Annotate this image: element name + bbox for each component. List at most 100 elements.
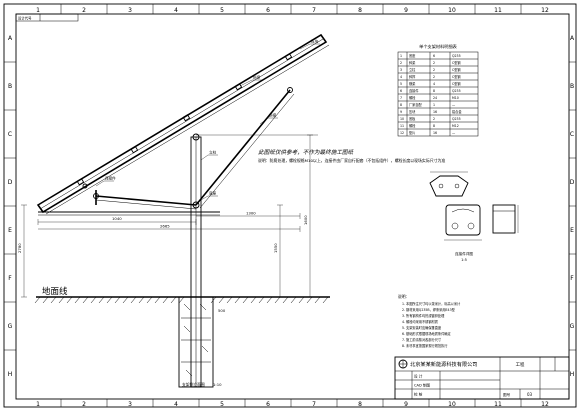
col-label: 10 — [448, 401, 456, 408]
col-label: 11 — [494, 401, 502, 408]
svg-text:16: 16 — [433, 110, 437, 114]
dim-label-2665: 2665 — [160, 224, 170, 229]
svg-text:8: 8 — [400, 103, 402, 107]
svg-text:—: — — [452, 131, 456, 135]
col-label: 8 — [358, 401, 362, 408]
svg-text:C型钢: C型钢 — [452, 81, 461, 86]
column-labels-bottom: 1 2 3 4 5 6 7 8 9 10 11 12 — [36, 401, 549, 408]
svg-text:5: 5 — [400, 82, 402, 86]
title-block: 北京某某新能源科技有限公司 工程 设 计 CAD 制图 校 核 图号 03 — [394, 356, 570, 400]
inner-border — [15, 13, 570, 400]
col-label: 7 — [312, 401, 316, 408]
col-label: 9 — [404, 401, 408, 408]
side-elevation: 地面线 1040 2665 13 — [17, 33, 330, 388]
company-name: 北京某某新能源科技有限公司 — [410, 360, 477, 368]
note-line: 4. 螺栓均采用不锈钢材质 — [402, 319, 439, 324]
svg-text:M12: M12 — [452, 124, 459, 128]
svg-text:Q235: Q235 — [452, 89, 461, 93]
svg-text:2: 2 — [433, 61, 435, 65]
outer-border — [3, 3, 577, 408]
col-label: 1 — [36, 7, 40, 14]
note-line: 8. 未尽事宜按国家现行规范执行 — [402, 343, 448, 348]
svg-text:7: 7 — [400, 96, 402, 100]
svg-text:8: 8 — [433, 124, 435, 128]
horizontal-beam — [38, 211, 220, 216]
callout-label: 斜梁 — [253, 75, 261, 80]
title-row-2: CAD 制图 — [414, 383, 430, 388]
svg-text:压块: 压块 — [409, 109, 416, 114]
col-label: 11 — [494, 7, 502, 14]
row-label: G — [8, 323, 13, 330]
svg-text:M10: M10 — [452, 96, 459, 100]
note-line: 7. 施工前请核对各部分尺寸 — [402, 337, 442, 342]
title-row-1: 设 计 — [414, 374, 423, 379]
row-label: C — [8, 131, 12, 138]
note-line: 2. 钢材采用Q235B，焊条采用E43型 — [402, 307, 456, 312]
rear-brace — [195, 89, 295, 209]
drawing-code-label: 设计代号 — [18, 16, 32, 21]
row-label: D — [570, 179, 575, 186]
row-label: F — [8, 275, 12, 282]
general-notes: 说明： 1. 本图所注尺寸均以毫米计，标高以米计 2. 钢材采用Q235B，焊条… — [398, 294, 461, 348]
svg-text:10: 10 — [400, 117, 404, 121]
row-ticks — [4, 61, 576, 351]
svg-text:立柱: 立柱 — [409, 67, 416, 72]
dimension-lines — [21, 134, 318, 298]
bom-title: 单个支架材料明细表 — [419, 43, 458, 50]
notes-title: 说明： — [398, 294, 409, 299]
note-line: 6. 基础形式根据现场地质条件确定 — [402, 331, 451, 336]
svg-text:横梁: 横梁 — [409, 81, 416, 86]
column-labels-top: 1 2 3 4 5 6 7 8 9 10 11 12 — [36, 7, 549, 14]
row-label: D — [8, 179, 13, 186]
row-label: A — [570, 35, 575, 42]
main-post — [190, 136, 202, 388]
dim-label-1600: 1600 — [303, 215, 308, 225]
row-label: H — [570, 371, 575, 378]
row-label: C — [570, 131, 574, 138]
svg-text:11: 11 — [400, 124, 404, 128]
svg-text:16: 16 — [433, 131, 437, 135]
svg-text:C型钢: C型钢 — [452, 74, 461, 79]
dim-label-1300: 1300 — [246, 211, 256, 216]
svg-text:9: 9 — [400, 110, 402, 114]
dim-label-1040: 1040 — [112, 216, 122, 221]
svg-text:斜梁: 斜梁 — [409, 60, 416, 65]
col-label: 9 — [404, 7, 408, 14]
col-label: 8 — [358, 7, 362, 14]
foundation-pier — [178, 296, 214, 388]
dim-label-1550: 1550 — [273, 243, 278, 253]
connector-detail: 连接件详图 1:5 — [429, 171, 519, 262]
detail-scale: 1:5 — [461, 258, 467, 262]
detail-plate-small — [429, 171, 469, 197]
svg-text:4: 4 — [400, 75, 402, 79]
svg-text:Q235: Q235 — [452, 117, 461, 121]
dim-label-500: 500 — [218, 308, 226, 313]
svg-text:2: 2 — [400, 61, 402, 65]
col-label: 2 — [82, 7, 86, 14]
sheet-no-label: 图号 — [503, 392, 511, 397]
col-label: 7 — [312, 7, 316, 14]
svg-text:12: 12 — [400, 131, 404, 135]
svg-text:厂家自配: 厂家自配 — [409, 102, 423, 107]
detail-plate-main — [444, 204, 482, 241]
note-line: 1. 本图所注尺寸均以毫米计，标高以米计 — [402, 301, 461, 306]
svg-text:3: 3 — [400, 68, 402, 72]
dim-label-2780: 2780 — [17, 243, 22, 253]
col-label: 6 — [266, 401, 270, 408]
svg-text:1: 1 — [400, 54, 402, 58]
col-label: 12 — [541, 401, 549, 408]
callout-label: 底座 — [209, 191, 217, 196]
svg-text:斜撑: 斜撑 — [409, 74, 416, 79]
row-label: B — [570, 83, 574, 90]
rafter-beam — [36, 33, 330, 215]
